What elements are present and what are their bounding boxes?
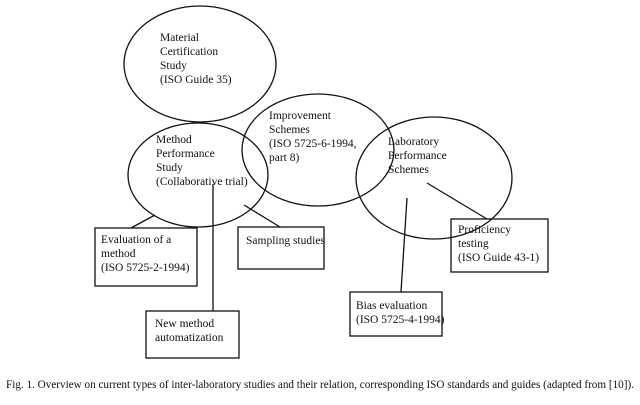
improvement-line-3: (ISO 5725-6-1994, bbox=[269, 138, 357, 150]
proficiency-label: Proficiency testing (ISO Guide 43-1) bbox=[458, 224, 539, 264]
improvement-line-2: Schemes bbox=[269, 124, 310, 136]
improvement-line-4: part 8) bbox=[269, 152, 300, 164]
sampling-box bbox=[237, 226, 325, 270]
laboratory-performance-ellipse bbox=[355, 116, 513, 240]
bias-box bbox=[349, 291, 443, 337]
bias-label: Bias evaluation (ISO 5725-4-1994) bbox=[356, 300, 445, 326]
laboratory-line-2: Performance bbox=[388, 150, 447, 162]
method-line-3: Study bbox=[156, 162, 183, 174]
proficiency-line-3: (ISO Guide 43-1) bbox=[458, 252, 539, 264]
new-method-box bbox=[145, 310, 240, 359]
new-method-label: New method automatization bbox=[155, 318, 224, 344]
material-line-1: Material bbox=[160, 32, 199, 44]
new-method-line-1: New method bbox=[155, 318, 214, 330]
connector-method-evaluation bbox=[130, 214, 156, 229]
improvement-schemes-label: Improvement Schemes (ISO 5725-6-1994, pa… bbox=[269, 110, 359, 164]
sampling-label: Sampling studies bbox=[246, 235, 325, 247]
evaluation-line-3: (ISO 5725-2-1994) bbox=[101, 262, 190, 274]
proficiency-line-2: testing bbox=[458, 238, 489, 250]
improvement-schemes-ellipse bbox=[241, 93, 395, 207]
proficiency-box bbox=[450, 218, 549, 273]
evaluation-line-2: method bbox=[101, 248, 136, 260]
material-line-3: Study bbox=[160, 60, 187, 72]
laboratory-performance-label: Laboratory Performance Schemes bbox=[388, 136, 450, 176]
connector-lab-bias bbox=[400, 197, 408, 293]
evaluation-box bbox=[94, 227, 198, 287]
laboratory-line-1: Laboratory bbox=[388, 136, 439, 148]
material-certification-label: Material Certification Study (ISO Guide … bbox=[160, 32, 232, 86]
sampling-line-1: Sampling studies bbox=[246, 235, 325, 247]
method-line-1: Method bbox=[156, 134, 192, 146]
material-certification-ellipse bbox=[123, 5, 277, 123]
material-line-4: (ISO Guide 35) bbox=[160, 74, 232, 86]
connector-method-sampling bbox=[243, 204, 281, 228]
method-line-4: (Collaborative trial) bbox=[156, 176, 248, 188]
proficiency-line-1: Proficiency bbox=[458, 224, 511, 236]
laboratory-line-3: Schemes bbox=[388, 164, 429, 176]
evaluation-line-1: Evaluation of a bbox=[101, 234, 171, 246]
figure-caption: Fig. 1. Overview on current types of int… bbox=[6, 379, 634, 391]
method-performance-ellipse bbox=[127, 122, 269, 228]
new-method-line-2: automatization bbox=[155, 332, 224, 344]
method-performance-label: Method Performance Study (Collaborative … bbox=[156, 134, 248, 188]
connector-lab-proficiency bbox=[426, 182, 488, 220]
evaluation-label: Evaluation of a method (ISO 5725-2-1994) bbox=[101, 234, 190, 274]
bias-line-1: Bias evaluation bbox=[356, 300, 427, 312]
material-line-2: Certification bbox=[160, 46, 218, 58]
bias-line-2: (ISO 5725-4-1994) bbox=[356, 314, 445, 326]
method-line-2: Performance bbox=[156, 148, 215, 160]
improvement-line-1: Improvement bbox=[269, 110, 332, 122]
